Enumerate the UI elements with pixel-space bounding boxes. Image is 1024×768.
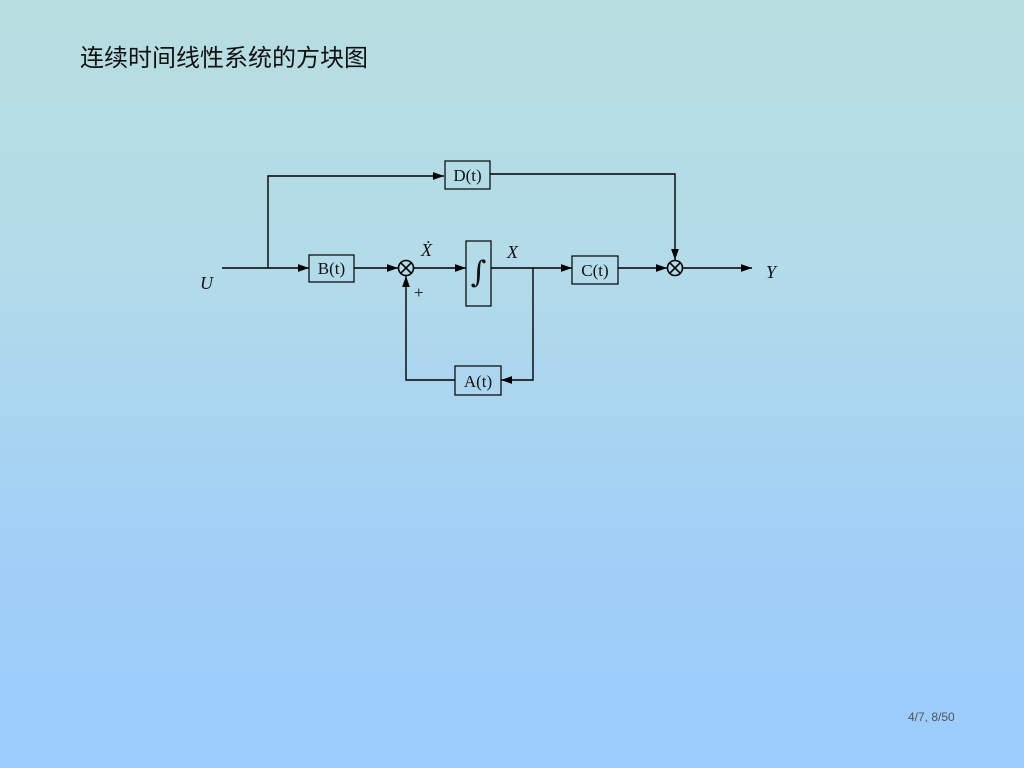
output-label: Y <box>766 262 778 282</box>
block-a <box>454 365 502 396</box>
d-to-sum-line <box>490 173 679 260</box>
state-derivative-label: Ẋ <box>420 240 433 260</box>
input-label: U <box>200 273 214 293</box>
block-d-label: D(t) <box>453 166 481 185</box>
plus-sign: + <box>414 283 424 302</box>
block-c <box>571 255 619 285</box>
slide-title: 连续时间线性系统的方块图 <box>80 44 368 72</box>
feedforward-branch-line <box>267 172 444 268</box>
summing-junction-1 <box>397 259 415 277</box>
summing-junction-2 <box>666 259 684 277</box>
page-number: 4/7, 8/50 <box>908 710 955 724</box>
block-b <box>308 254 355 283</box>
state-label: X <box>506 242 519 262</box>
block-c-label: C(t) <box>581 261 608 280</box>
block-a-label: A(t) <box>464 372 492 391</box>
block-b-label: B(t) <box>318 259 345 278</box>
feedback-branch-line <box>501 268 534 384</box>
integrator-block <box>465 240 492 307</box>
integrator-symbol: ∫ <box>471 255 487 290</box>
block-d <box>444 160 491 190</box>
feedback-return-line <box>402 276 455 381</box>
